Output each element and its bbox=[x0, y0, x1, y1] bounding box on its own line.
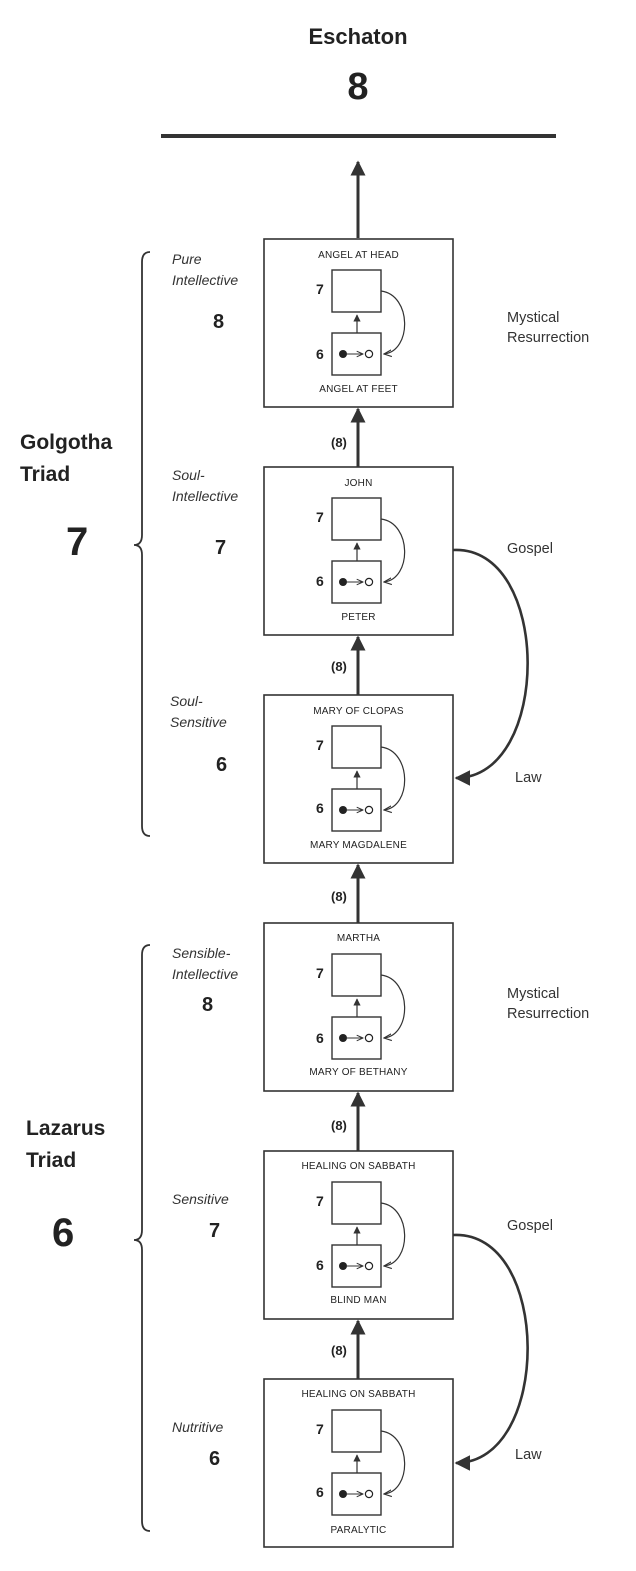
box-bottom-label: MARY MAGDALENE bbox=[310, 840, 407, 851]
golgotha-triad-number: 7 bbox=[66, 520, 89, 564]
level-number-sensitive: 7 bbox=[209, 1220, 221, 1242]
level-number-soul-sensitive: 6 bbox=[216, 754, 228, 776]
box-top-label: MARTHA bbox=[336, 933, 381, 944]
open-circle bbox=[364, 1261, 374, 1271]
box-top-label: HEALING ON SABBATH bbox=[301, 1389, 416, 1400]
inner-upper-number: 7 bbox=[316, 1193, 324, 1209]
upper-inner-square bbox=[331, 1409, 382, 1453]
inner-upper-number: 7 bbox=[316, 509, 324, 525]
inner-lower-number: 6 bbox=[316, 573, 324, 589]
inner-upper-number: 7 bbox=[316, 1421, 324, 1437]
inner-lower-number: 6 bbox=[316, 1484, 324, 1500]
lazarus-triad-label: Lazarus Triad bbox=[26, 1117, 106, 1172]
link-label: (8) bbox=[331, 435, 347, 450]
level-box bbox=[263, 922, 454, 1092]
link-label: (8) bbox=[331, 1118, 347, 1133]
filled-dot bbox=[339, 1490, 347, 1498]
inner-loop-arrow bbox=[380, 974, 406, 1038]
inner-lower-number: 6 bbox=[316, 346, 324, 362]
eschaton-number: 8 bbox=[347, 66, 369, 108]
inner-lower-number: 6 bbox=[316, 800, 324, 816]
inner-loop-arrow bbox=[380, 1202, 406, 1266]
eschaton-title: Eschaton bbox=[308, 24, 408, 49]
inner-upper-number: 7 bbox=[316, 737, 324, 753]
level-number-pure-intellective: 8 bbox=[213, 311, 225, 333]
lazarus-brace bbox=[133, 944, 151, 1532]
upper-inner-square bbox=[331, 269, 382, 313]
inner-lower-number: 6 bbox=[316, 1257, 324, 1273]
filled-dot bbox=[339, 1262, 347, 1270]
level-box bbox=[263, 694, 454, 864]
box-bottom-label: PARALYTIC bbox=[330, 1525, 387, 1536]
level-label-nutritive: Nutritive bbox=[172, 1419, 224, 1435]
level-label-sensitive: Sensitive bbox=[172, 1191, 229, 1207]
upper-inner-square bbox=[331, 1181, 382, 1225]
inner-loop-arrow bbox=[380, 746, 406, 810]
link-label: (8) bbox=[331, 1343, 347, 1358]
level-box bbox=[263, 466, 454, 636]
filled-dot bbox=[339, 578, 347, 586]
open-circle bbox=[364, 1033, 374, 1043]
inner-lower-number: 6 bbox=[316, 1030, 324, 1046]
inner-upper-number: 7 bbox=[316, 965, 324, 981]
law-label-upper: Law bbox=[515, 770, 542, 786]
inner-loop-arrow bbox=[380, 290, 406, 354]
gospel-law-curve-lower bbox=[452, 1233, 529, 1471]
lazarus-triad-number: 6 bbox=[52, 1211, 75, 1255]
box-bottom-label: BLIND MAN bbox=[330, 1295, 387, 1306]
gospel-law-curve-upper bbox=[452, 548, 529, 786]
open-circle bbox=[364, 349, 374, 359]
gospel-label-lower: Gospel bbox=[507, 1218, 553, 1234]
box-bottom-label: MARY OF BETHANY bbox=[309, 1067, 408, 1078]
filled-dot bbox=[339, 350, 347, 358]
inner-upper-number: 7 bbox=[316, 281, 324, 297]
level-label-soul-intellective: Soul-Intellective bbox=[172, 467, 239, 504]
box-top-label: ANGEL AT HEAD bbox=[318, 250, 399, 261]
upper-inner-square bbox=[331, 953, 382, 997]
box-top-label: HEALING ON SABBATH bbox=[301, 1161, 416, 1172]
level-box bbox=[263, 1150, 454, 1320]
inner-loop-arrow bbox=[380, 1430, 406, 1494]
law-label-lower: Law bbox=[515, 1447, 542, 1463]
open-circle bbox=[364, 805, 374, 815]
golgotha-triad-label: Golgotha Triad bbox=[20, 431, 113, 486]
gospel-label-upper: Gospel bbox=[507, 541, 553, 557]
upper-inner-square bbox=[331, 725, 382, 769]
filled-dot bbox=[339, 806, 347, 814]
link-label: (8) bbox=[331, 889, 347, 904]
box-bottom-label: PETER bbox=[341, 612, 376, 623]
level-label-sensible-intellective: Sensible-Intellective bbox=[172, 945, 239, 982]
link-label: (8) bbox=[331, 659, 347, 674]
level-box bbox=[263, 1378, 454, 1548]
open-circle bbox=[364, 577, 374, 587]
level-number-soul-intellective: 7 bbox=[215, 537, 227, 559]
filled-dot bbox=[339, 1034, 347, 1042]
level-box bbox=[263, 238, 454, 408]
level-number-sensible-intellective: 8 bbox=[202, 994, 214, 1016]
box-top-label: JOHN bbox=[344, 478, 373, 489]
open-circle bbox=[364, 1489, 374, 1499]
level-number-nutritive: 6 bbox=[209, 1448, 221, 1470]
inner-loop-arrow bbox=[380, 518, 406, 582]
level-label-soul-sensitive: Soul-Sensitive bbox=[170, 693, 227, 730]
golgotha-brace bbox=[133, 251, 151, 837]
box-top-label: MARY OF CLOPAS bbox=[313, 706, 404, 717]
box-bottom-label: ANGEL AT FEET bbox=[319, 384, 398, 395]
upper-inner-square bbox=[331, 497, 382, 541]
